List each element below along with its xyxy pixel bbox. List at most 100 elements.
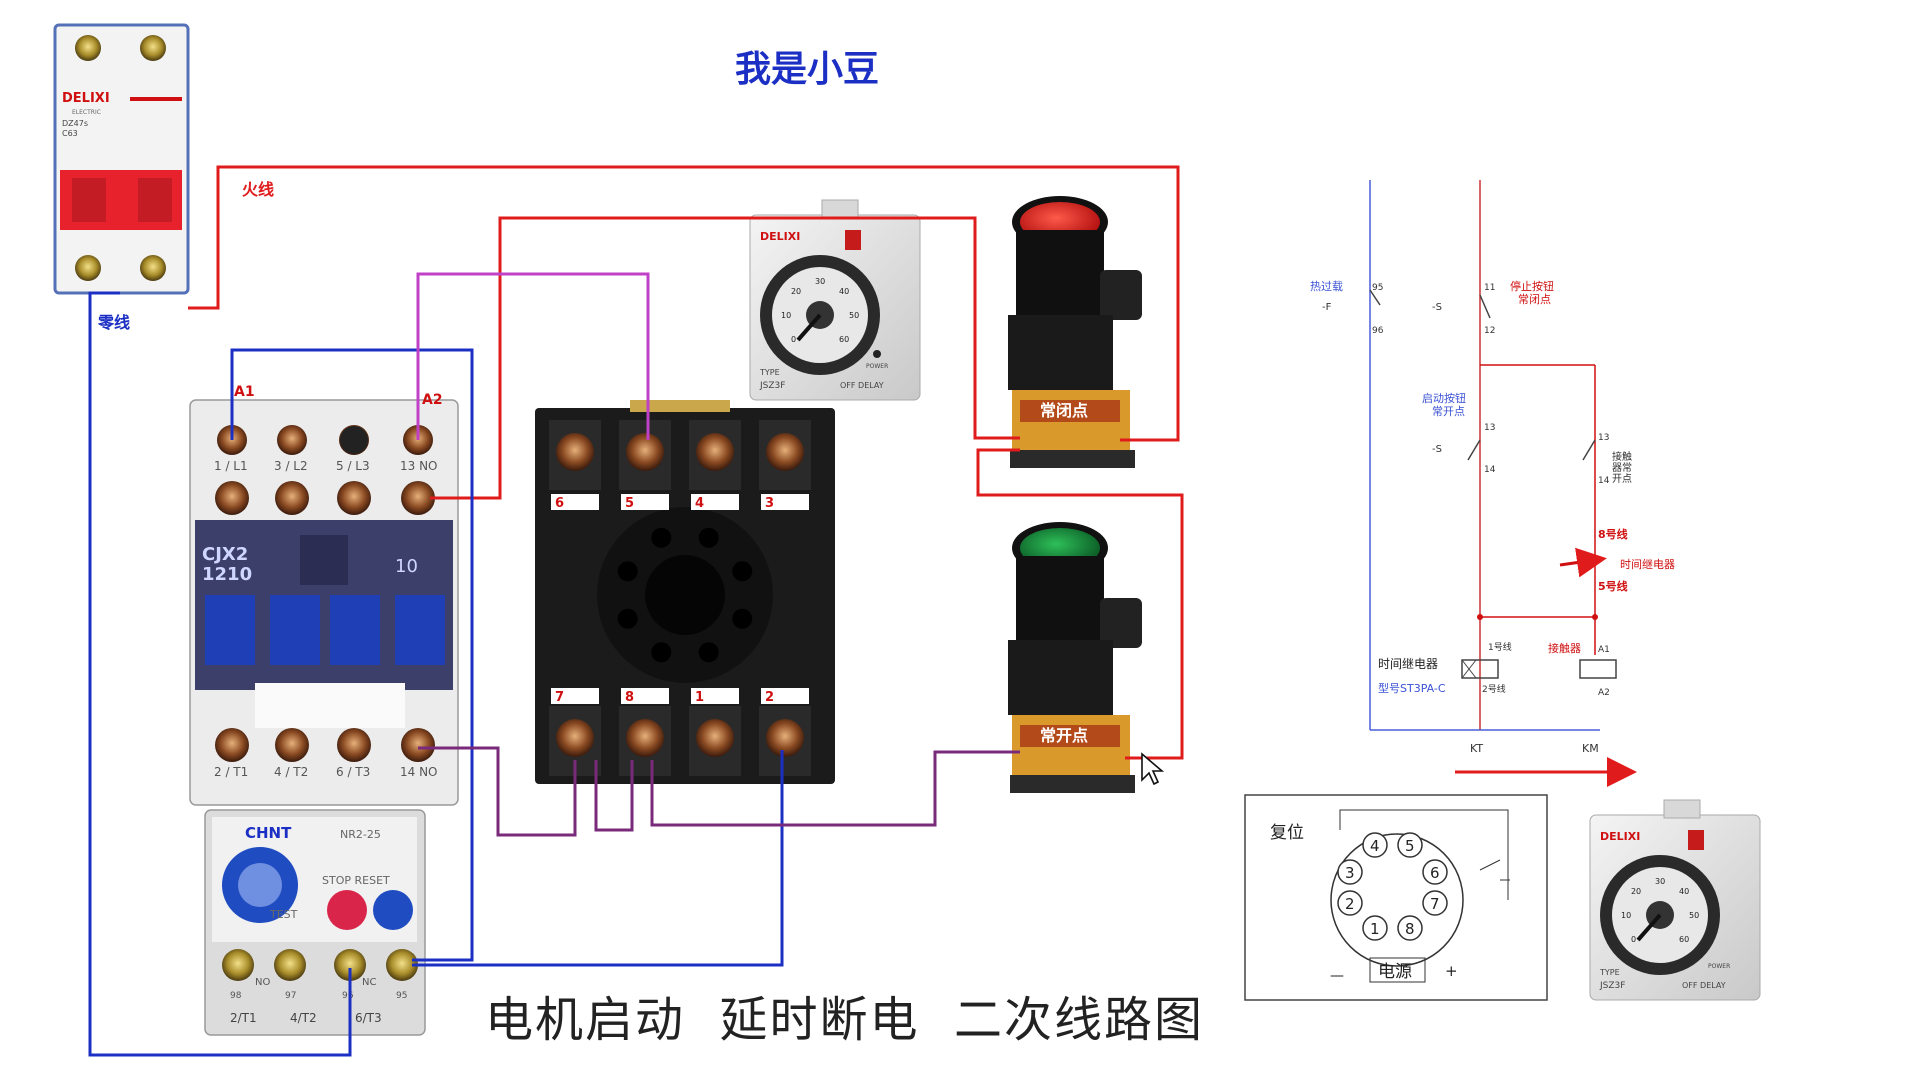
dial-number: 60 xyxy=(1679,935,1689,944)
svg-text:ELECTRIC: ELECTRIC xyxy=(72,109,101,116)
svg-text:C63: C63 xyxy=(62,129,78,138)
contactor-model: CJX2 xyxy=(202,544,248,565)
socket-top-pin-label: 4 xyxy=(695,496,704,511)
contactor-bottom-label: 14 NO xyxy=(400,765,438,779)
svg-text:NO: NO xyxy=(255,977,270,988)
pinout-pin-label: 6 xyxy=(1430,864,1440,882)
purple-wire-14no xyxy=(418,746,577,837)
svg-text:8号线: 8号线 xyxy=(1598,527,1628,541)
contactor-top-terminal xyxy=(215,481,249,515)
page-title: 我是小豆 xyxy=(735,49,880,90)
svg-text:常开点: 常开点 xyxy=(1432,405,1465,418)
contactor-top-terminal xyxy=(275,481,309,515)
mouse-cursor-icon xyxy=(1141,752,1164,786)
svg-text:TYPE: TYPE xyxy=(1599,968,1620,977)
live-wire xyxy=(188,165,1180,442)
socket-top-terminal xyxy=(626,433,664,471)
svg-text:接触: 接触 xyxy=(1612,450,1632,463)
pinout-pin-label: 4 xyxy=(1370,837,1380,855)
svg-text:NC: NC xyxy=(362,977,376,988)
contactor-bottom-terminal xyxy=(275,728,309,762)
socket-top-pin-label: 6 xyxy=(555,496,564,511)
svg-text:1210: 1210 xyxy=(202,564,252,585)
dial-number: 50 xyxy=(849,311,859,320)
socket-bottom-terminal xyxy=(626,719,664,757)
pinout-pin xyxy=(1397,832,1423,858)
thermal-aux-label: 95 xyxy=(396,991,407,1001)
socket-bottom-pin-label: 2 xyxy=(765,690,774,705)
svg-text:接触器: 接触器 xyxy=(1548,641,1581,655)
svg-text:—: — xyxy=(1330,968,1344,984)
socket-top-pin-label: 5 xyxy=(625,496,634,511)
svg-text:启动按钮: 启动按钮 xyxy=(1422,391,1466,405)
coil-a2-label: A2 xyxy=(422,392,443,408)
neutral-wire xyxy=(88,291,352,1057)
thermal-terminal xyxy=(222,949,254,981)
svg-text:复位: 复位 xyxy=(1270,823,1304,843)
svg-text:OFF DELAY: OFF DELAY xyxy=(1682,981,1726,990)
pinout-pin xyxy=(1337,859,1363,885)
socket-top-terminal xyxy=(696,433,734,471)
pinout-pin-label: 5 xyxy=(1405,837,1415,855)
thermal-aux-label: 98 xyxy=(230,991,242,1001)
purple-wire-start xyxy=(650,750,1020,827)
dial-number: 10 xyxy=(1621,911,1631,920)
contactor-top-terminal xyxy=(337,481,371,515)
dial-number: 20 xyxy=(791,287,801,296)
pinout-pin-label: 1 xyxy=(1370,920,1380,938)
svg-text:热过载: 热过载 xyxy=(1310,280,1343,293)
blue-wire-a1 xyxy=(230,348,474,962)
svg-text:时间继电器: 时间继电器 xyxy=(1378,657,1438,671)
contactor-bottom-label: 2 / T1 xyxy=(214,765,248,779)
dial-number: 40 xyxy=(1679,887,1689,896)
contactor-bottom-label: 4 / T2 xyxy=(274,765,308,779)
contactor-bottom-terminal xyxy=(337,728,371,762)
pinout-pin-label: 2 xyxy=(1345,895,1355,913)
svg-text:NR2-25: NR2-25 xyxy=(340,828,381,841)
dial-number: 40 xyxy=(839,287,849,296)
svg-text:KM: KM xyxy=(1582,742,1599,755)
svg-text:STOP RESET: STOP RESET xyxy=(322,874,390,887)
breaker-brand: DELIXI xyxy=(62,91,110,106)
svg-text:14: 14 xyxy=(1484,465,1496,475)
svg-text:POWER: POWER xyxy=(1708,963,1730,970)
dial-number: 20 xyxy=(1631,887,1641,896)
red-wire-start xyxy=(976,448,1184,760)
svg-text:停止按钮: 停止按钮 xyxy=(1510,279,1554,293)
svg-text:电源: 电源 xyxy=(1378,962,1412,982)
stop-nc-label: 常闭点 xyxy=(1040,401,1088,420)
socket-top-terminal xyxy=(766,433,804,471)
contactor-top-label: 13 NO xyxy=(400,459,438,473)
svg-text:13: 13 xyxy=(1484,423,1495,433)
pinout-pin xyxy=(1362,915,1388,941)
socket-bottom-pin-label: 8 xyxy=(625,690,634,705)
control-schematic: 热过载 -F 95 96 停止按钮 常闭点 -S 11 12 启动按钮 常开点 … xyxy=(1310,180,1675,787)
thermal-terminal xyxy=(334,949,366,981)
pinout-pin xyxy=(1362,832,1388,858)
live-wire-label: 火线 xyxy=(242,180,274,199)
svg-text:2号线: 2号线 xyxy=(1482,683,1506,695)
svg-text:A1: A1 xyxy=(1598,645,1610,655)
dial-number: 30 xyxy=(1655,877,1665,886)
pinout-pin xyxy=(1422,890,1448,916)
thermal-terminal-label: 4/T2 xyxy=(290,1011,317,1025)
svg-text:DELIXI: DELIXI xyxy=(1600,830,1640,843)
pinout-pin xyxy=(1422,859,1448,885)
socket-bottom-pin-label: 7 xyxy=(555,690,564,705)
thermal-brand: CHNT xyxy=(245,824,292,842)
contactor-bottom-terminal xyxy=(215,728,249,762)
svg-text:13: 13 xyxy=(1598,433,1609,443)
red-wire-timer xyxy=(430,216,1020,500)
red-stop-pushbutton: 常闭点 xyxy=(1008,196,1142,468)
dial-number: 0 xyxy=(1631,935,1636,944)
diagram-caption: 电机启动 延时断电 二次线路图 xyxy=(485,992,1205,1048)
svg-text:型号ST3PA-C: 型号ST3PA-C xyxy=(1378,681,1446,695)
socket-bottom-terminal xyxy=(556,719,594,757)
contactor-top-label: 1 / L1 xyxy=(214,459,248,473)
svg-text:DZ47s: DZ47s xyxy=(62,119,88,128)
svg-text:TEST: TEST xyxy=(269,908,298,921)
